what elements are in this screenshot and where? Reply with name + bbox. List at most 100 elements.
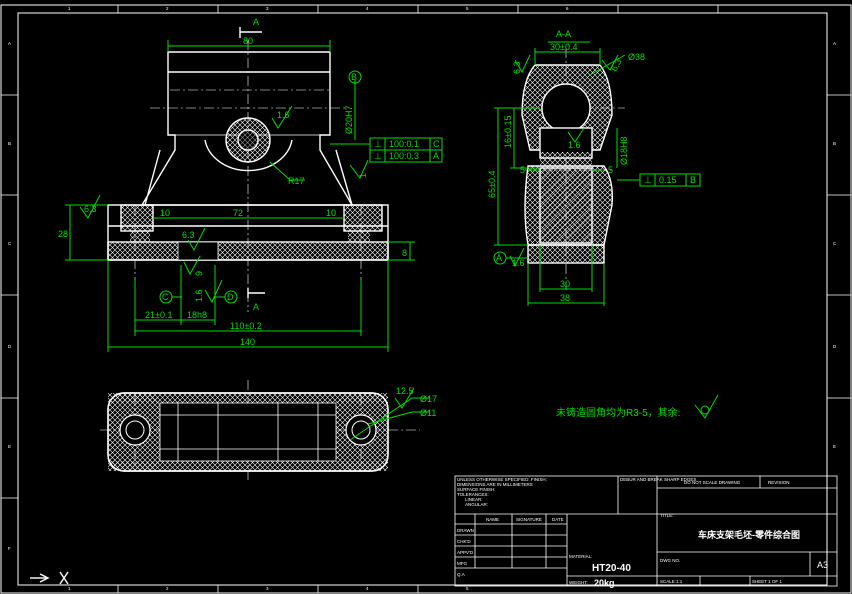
svg-text:⊥: ⊥ [374,139,382,149]
tb-sheet: SHEET 1 OF 1 [752,579,782,584]
sheet-frame [0,4,852,594]
plan-view: Ø17 Ø11 12.5 [100,380,437,480]
datum-c: C [162,292,169,302]
ucs-icon [30,571,69,585]
roughness-1.6-section: 1.6 [568,140,581,150]
dim-30-top: 30±0.4 [550,42,577,52]
datum-a: A [496,253,502,263]
roughness-6.3-a: 6.3 [84,204,97,214]
roughness-1.6-a: 1.6 [277,110,290,120]
zone-col-4: 4 [366,6,369,11]
zone-col-4-bottom: 4 [366,586,369,591]
zone-labels: 1 2 3 4 5 6 1 2 3 4 5 A B C D E F A B C … [1,5,851,593]
zone-col-2: 2 [166,6,169,11]
section-dimensions: A-A 30±0.4 Ø38 6.3 6.3 16±0.15 65±0.4 Ø1… [487,29,701,306]
tb-material-label: MATERIAL: [569,554,592,559]
title-block: UNLESS OTHERWISE SPECIFIED: FINISH: DIME… [454,475,838,588]
tb-title-label: TITLE: [660,513,674,518]
datum-d: D [227,292,234,302]
svg-text:B: B [690,175,696,185]
tolerance-frame-1: ⊥ 100:0.1 C [369,137,443,151]
section-cut-label-top: A [253,17,259,27]
front-view: 80 72 10 10 140 110±0.2 21±0.1 18h8 28 8… [58,17,443,352]
dim-28: 28 [58,229,68,239]
zone-row-e: E [8,444,11,449]
dim-38: 38 [560,293,570,303]
svg-text:100:0.3: 100:0.3 [389,151,419,161]
dim-21: 21±0.1 [145,310,172,320]
tb-col-date: DATE [552,517,564,522]
dim-140: 140 [240,337,255,347]
tb-weight: 20kg [594,578,615,588]
section-view-a-a: A-A 30±0.4 Ø38 6.3 6.3 16±0.15 65±0.4 Ø1… [487,29,701,306]
tolerance-frame-section: ⊥ 0.15 B [639,173,701,187]
svg-text:⊥: ⊥ [644,175,652,185]
section-title: A-A [556,29,571,39]
roughness-6.3-section-b: 6.3 [609,57,624,73]
zone-row-a-right: A [833,41,836,46]
zone-col-1-bottom: 1 [68,586,71,591]
roughness-9: 9 [194,271,204,276]
dim-5-left: 5 [520,165,525,175]
zone-col-5: 5 [466,6,469,11]
zone-row-c-right: C [833,241,837,246]
zone-col-2-bottom: 2 [166,586,169,591]
tb-notes-2: DIMENSIONS ARE IN MILLIMETERS [457,482,533,487]
roughness-6.3-b: 6.3 [182,230,195,240]
dim-72: 72 [233,208,243,218]
zone-row-b: B [8,141,11,146]
tb-notes-1: UNLESS OTHERWISE SPECIFIED: FINISH: [457,477,547,482]
note-text: 未铸造圆角均为R3-5，其余: [556,406,680,419]
zone-row-c: C [8,241,12,246]
dim-5-right: 5 [608,165,613,175]
svg-text:0.15: 0.15 [659,175,677,185]
front-dimensions: 80 72 10 10 140 110±0.2 21±0.1 18h8 28 8… [58,17,443,352]
dim-18h8: 18h8 [187,310,207,320]
tb-title: 车床支架毛坯-零件综合图 [698,529,800,540]
dim-8: 8 [402,248,407,258]
dim-17-dia: Ø17 [420,394,437,404]
dim-10-right: 10 [326,208,336,218]
zone-row-a: A [8,41,11,46]
zone-row-f: F [8,546,11,551]
dim-bore-20h7: Ø20H7 [344,105,354,134]
roughness-1.6-b: 1.6 [194,289,204,302]
dim-65: 65±0.4 [487,171,497,198]
roughness-12: 1 [358,173,368,178]
tb-deburr: DEBUR AND BREAK SHARP EDGES [620,477,696,482]
svg-text:100:0.1: 100:0.1 [389,139,419,149]
zone-row-d-right: D [833,344,837,349]
tb-notes-5: LINEAR: [465,497,483,502]
dim-16: 16±0.15 [503,116,513,148]
tb-row-chkd: CHK'D [457,539,471,544]
section-cut-label-bottom: A [253,302,259,312]
tb-do-not-scale: DO NOT SCALE DRAWING [684,480,741,485]
zone-col-1: 1 [68,6,71,11]
dim-18h8-section: Ø18H8 [619,136,629,165]
svg-text:A: A [433,151,439,161]
roughness-6.3-section: 6.3 [512,61,522,74]
roughness-12.5: 12.5 [396,386,414,396]
dim-110: 110±0.2 [230,321,262,331]
casting-note: 未铸造圆角均为R3-5，其余: [556,394,719,419]
tb-material: HT20-40 [592,563,631,574]
tb-row-mfg: MFG [457,561,467,566]
zone-col-6: 6 [566,6,569,11]
zone-row-d: D [8,344,12,349]
zone-col-5-bottom: 5 [466,586,469,591]
svg-text:C: C [433,139,440,149]
zone-col-3-bottom: 3 [266,586,269,591]
dim-30: 30 [560,279,570,289]
tb-size: A3 [817,560,828,570]
dim-80: 80 [243,36,253,46]
tb-notes-6: ANGULAR: [465,502,488,507]
tb-row-qa: Q.A [457,572,465,577]
tb-notes-4: TOLERANCES: [457,492,489,497]
zone-row-e-right: E [833,444,836,449]
datum-b: B [351,72,357,82]
zone-col-3: 3 [266,6,269,11]
tb-col-signature: SIGNATURE [516,517,542,522]
tolerance-frame-2: ⊥ 100:0.3 A [369,149,443,163]
tb-col-name: NAME [486,517,499,522]
